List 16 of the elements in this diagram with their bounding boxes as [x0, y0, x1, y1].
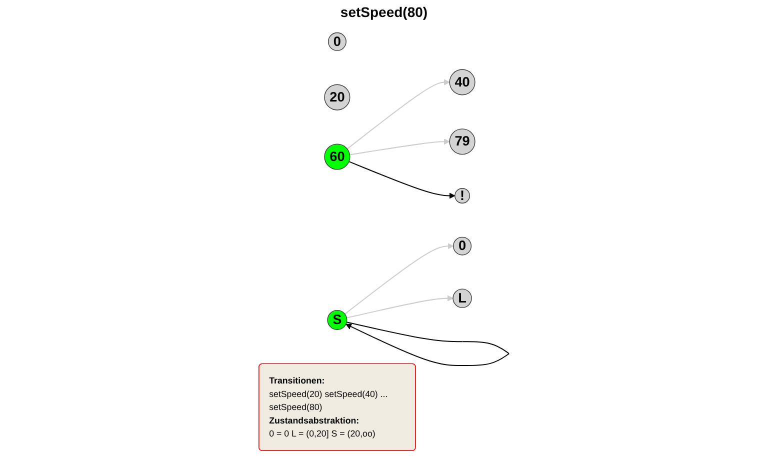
- node-circle: L: [452, 288, 472, 308]
- node-circle: !: [454, 188, 470, 204]
- node-circle: 0: [328, 32, 346, 51]
- arrow: [346, 322, 510, 366]
- node-circle: 40: [449, 69, 476, 96]
- arrow: [346, 79, 450, 150]
- node-circle: S: [327, 310, 348, 330]
- node-circle: 60: [324, 144, 350, 170]
- node-circle: 0: [453, 236, 472, 256]
- arrow: [350, 138, 450, 156]
- arrow: [346, 295, 454, 318]
- node-circle: 79: [449, 128, 476, 155]
- arrow: [344, 243, 454, 314]
- arrow: [348, 161, 456, 199]
- transition-label: setSpeed(80): [340, 4, 428, 20]
- node-circle: 20: [324, 84, 350, 110]
